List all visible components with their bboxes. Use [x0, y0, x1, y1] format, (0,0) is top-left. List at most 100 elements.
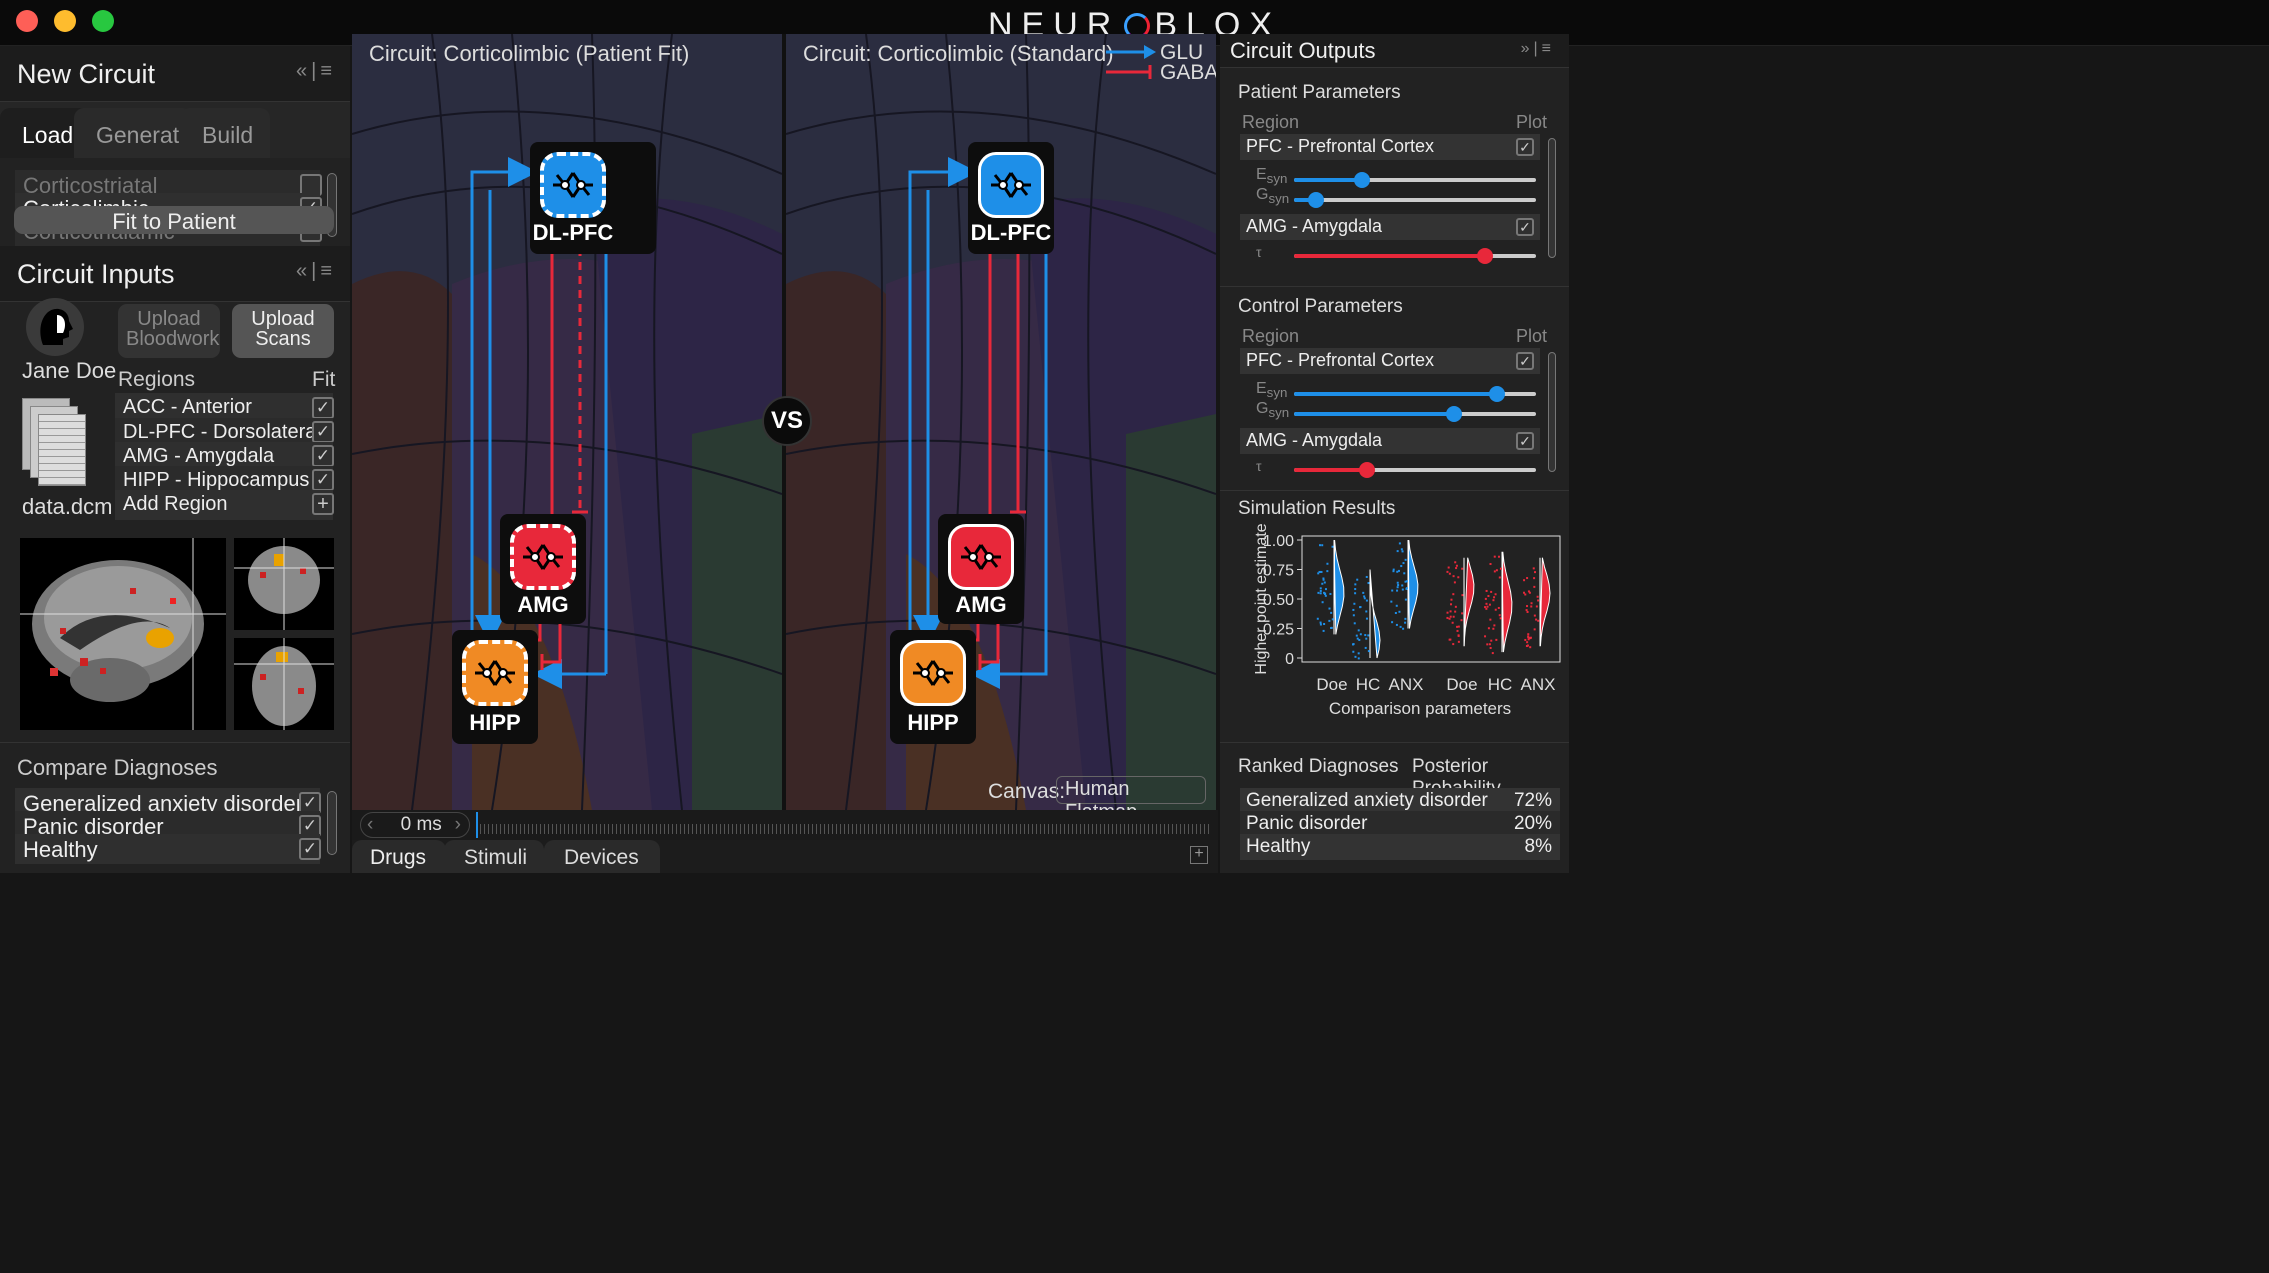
param-slider[interactable] — [1294, 386, 1536, 402]
param-region-row[interactable]: PFC - Prefrontal Cortex — [1240, 134, 1540, 160]
diagnosis-checkbox[interactable]: ✓ — [299, 838, 321, 860]
data-point — [1398, 542, 1401, 545]
data-point — [1534, 571, 1537, 574]
chevron-left-icon[interactable]: ‹ — [367, 814, 374, 835]
close-window-button[interactable] — [16, 10, 38, 32]
data-point — [1449, 610, 1452, 613]
param-region-row[interactable]: PFC - Prefrontal Cortex — [1240, 348, 1540, 374]
data-point — [1527, 633, 1530, 636]
chevron-right-icon[interactable]: › — [454, 814, 461, 835]
fit-to-patient-button[interactable]: Fit to Patient — [14, 206, 334, 234]
node-amg[interactable]: AMG — [938, 514, 1024, 624]
timeline-scrubber[interactable] — [476, 824, 1212, 834]
upload-bloodwork-button[interactable]: Upload Bloodwork — [118, 304, 220, 358]
data-point — [1524, 638, 1527, 641]
diagnosis-item[interactable]: Healthy — [15, 834, 320, 864]
region-checkbox[interactable]: ✓ — [312, 445, 334, 467]
x-tick-label: HC — [1488, 675, 1513, 694]
tab-drugs[interactable]: Drugs — [352, 840, 446, 873]
time-stepper[interactable]: ‹ 0 ms › — [360, 812, 470, 838]
diagnosis-scrollbar[interactable] — [327, 791, 337, 855]
bottom-tabbar: Drugs Stimuli Devices + — [352, 840, 1218, 873]
collapse-menu-icon[interactable]: «|≡ — [296, 260, 336, 282]
add-region-item[interactable]: Add Region — [115, 490, 333, 520]
tab-build[interactable]: Build — [180, 108, 270, 158]
tab-generate[interactable]: Generate — [74, 108, 192, 158]
data-point — [1316, 617, 1319, 620]
param-slider[interactable] — [1294, 192, 1536, 208]
minimize-window-button[interactable] — [54, 10, 76, 32]
param-region-row[interactable]: AMG - Amygdala — [1240, 428, 1540, 454]
canvas-standard[interactable]: Circuit: Corticolimbic (Standard) GLU GA… — [786, 34, 1216, 810]
plot-checkbox[interactable]: ✓ — [1516, 352, 1534, 370]
data-point — [1454, 610, 1457, 613]
data-point — [1392, 568, 1395, 571]
region-checkbox[interactable]: ✓ — [312, 421, 334, 443]
add-region-button[interactable]: + — [312, 493, 334, 515]
plot-checkbox[interactable]: ✓ — [1516, 138, 1534, 156]
data-point — [1491, 652, 1494, 655]
collapse-menu-icon[interactable]: «|≡ — [296, 60, 336, 82]
diagnosis-checkbox[interactable]: ✓ — [299, 792, 321, 814]
param-slider[interactable] — [1294, 248, 1536, 264]
plot-checkbox[interactable]: ✓ — [1516, 218, 1534, 236]
data-point — [1457, 576, 1460, 579]
node-dlpfc[interactable]: DL-PFC — [968, 142, 1054, 254]
node-dlpfc[interactable]: DL-PFC — [530, 142, 656, 254]
data-point — [1450, 598, 1453, 601]
data-point — [1318, 570, 1321, 573]
data-point — [1357, 652, 1360, 655]
patient-params-title: Patient Parameters — [1238, 82, 1401, 103]
mri-coronal-view[interactable] — [234, 538, 334, 630]
tab-stimuli[interactable]: Stimuli — [444, 840, 544, 873]
add-panel-icon[interactable]: + — [1190, 846, 1208, 864]
tab-devices[interactable]: Devices — [544, 840, 660, 873]
data-point — [1362, 591, 1365, 594]
node-amg[interactable]: AMG — [500, 514, 586, 624]
collapse-menu-icon[interactable]: »|≡ — [1520, 40, 1555, 57]
mri-axial-view[interactable] — [234, 638, 334, 730]
file-icon[interactable] — [22, 398, 88, 488]
canvas-select[interactable]: Human Flatmap ⌵ — [1056, 776, 1206, 810]
playhead[interactable] — [476, 812, 478, 838]
data-point — [1394, 612, 1397, 615]
region-checkbox[interactable]: ✓ — [312, 469, 334, 491]
data-point — [1495, 638, 1498, 641]
data-point — [1525, 645, 1528, 648]
data-point — [1448, 617, 1451, 620]
data-point — [1498, 576, 1501, 579]
plot-header: Plot — [1516, 112, 1548, 132]
data-point — [1319, 592, 1322, 595]
mri-sagittal-view[interactable] — [20, 538, 226, 730]
param-region-row[interactable]: AMG - Amygdala — [1240, 214, 1540, 240]
neuron-icon — [510, 524, 576, 590]
data-point — [1529, 637, 1532, 640]
plot-checkbox[interactable]: ✓ — [1516, 432, 1534, 450]
data-point — [1449, 615, 1452, 618]
params-scrollbar[interactable] — [1548, 138, 1556, 258]
diagnosis-checkbox[interactable]: ✓ — [299, 815, 321, 837]
upload-scans-button[interactable]: Upload Scans — [232, 304, 334, 358]
data-point — [1457, 640, 1460, 643]
data-point — [1533, 614, 1536, 617]
node-hipp[interactable]: HIPP — [890, 630, 976, 744]
data-point — [1319, 544, 1322, 547]
param-slider[interactable] — [1294, 462, 1536, 478]
param-slider[interactable] — [1294, 172, 1536, 188]
data-point — [1396, 550, 1399, 553]
data-point — [1526, 577, 1529, 580]
maximize-window-button[interactable] — [92, 10, 114, 32]
circuit-list-scrollbar[interactable] — [327, 173, 337, 237]
data-point — [1317, 591, 1320, 594]
panel-title: Circuit Outputs — [1230, 38, 1376, 63]
data-point — [1322, 577, 1325, 580]
data-point — [1456, 629, 1459, 632]
param-slider[interactable] — [1294, 406, 1536, 422]
data-point — [1404, 558, 1407, 561]
params-scrollbar[interactable] — [1548, 352, 1556, 472]
canvas-patient-fit[interactable]: Circuit: Corticolimbic (Patient Fit) DL-… — [352, 34, 782, 810]
data-point — [1452, 643, 1455, 646]
node-hipp[interactable]: HIPP — [452, 630, 538, 744]
data-point — [1499, 567, 1502, 570]
region-checkbox[interactable]: ✓ — [312, 397, 334, 419]
